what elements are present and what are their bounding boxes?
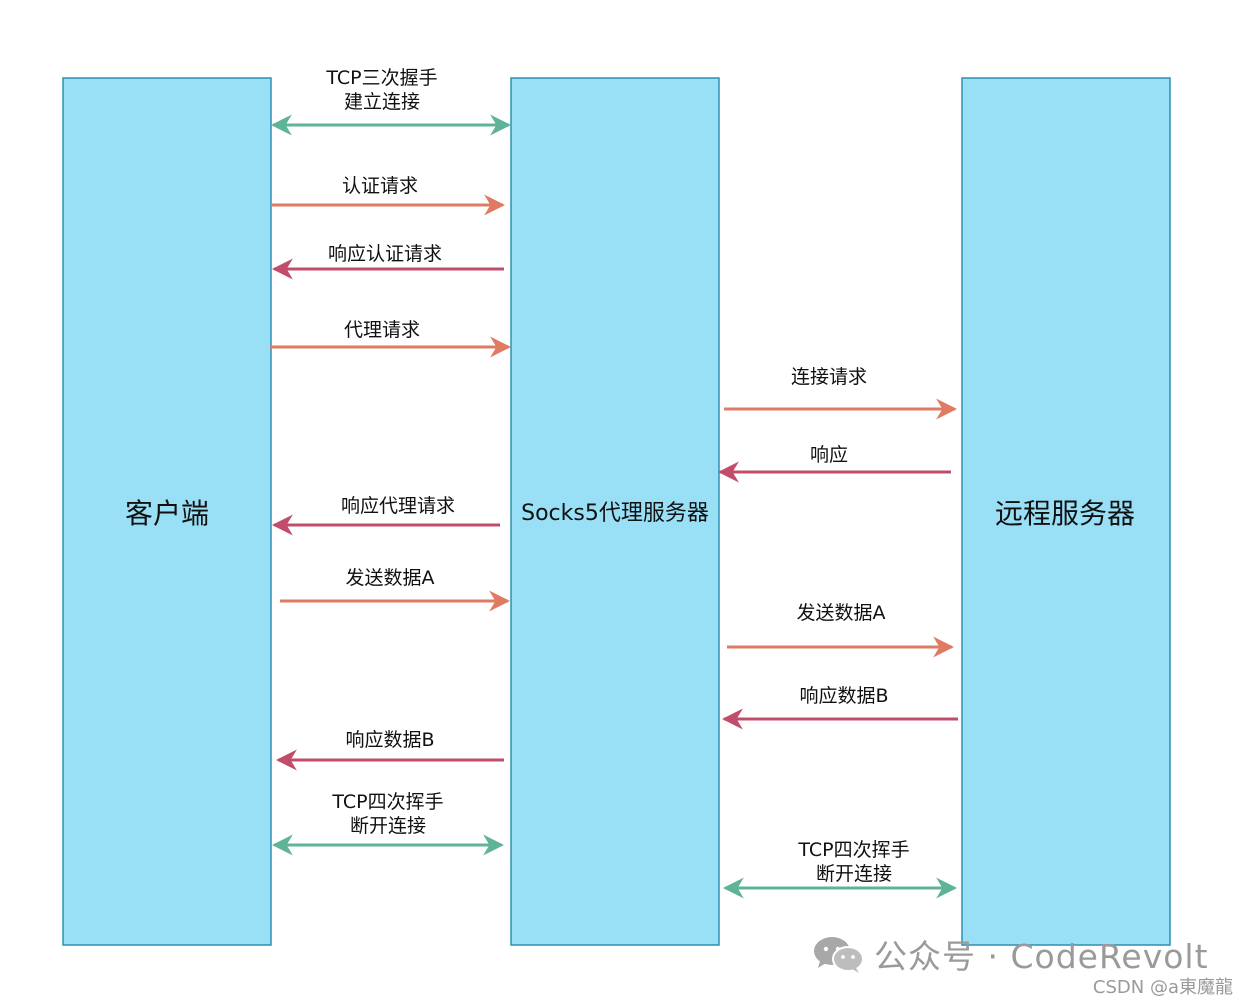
message-label-1-line-1: TCP三次握手 (325, 67, 437, 89)
message-label-2: 认证请求 (342, 175, 418, 197)
message-label-12-line-1: TCP四次挥手 (331, 791, 443, 813)
wechat-icon (814, 937, 864, 973)
message-label-11: 响应数据B (345, 729, 434, 751)
message-label-8: 发送数据A (346, 567, 435, 589)
client-label: 客户端 (125, 497, 209, 530)
watermark-text: 公众号 · CodeRevolt (874, 937, 1209, 976)
proxy-label: Socks5代理服务器 (521, 501, 709, 526)
client-box (62, 77, 272, 946)
csdn-credit: CSDN @a東魔龍 (1092, 977, 1233, 998)
message-label-13-line-2: 断开连接 (816, 863, 892, 885)
message-label-4: 代理请求 (344, 319, 420, 341)
remote-label: 远程服务器 (995, 497, 1135, 530)
remote-box (961, 77, 1171, 946)
message-label-5: 连接请求 (791, 366, 867, 388)
watermark: 公众号 · CodeRevolt (812, 930, 1209, 978)
message-label-3: 响应认证请求 (328, 243, 442, 265)
message-label-9: 发送数据A (797, 602, 886, 624)
message-label-12-line-2: 断开连接 (350, 815, 426, 837)
message-label-6: 响应 (810, 444, 848, 466)
message-label-1-line-2: 建立连接 (344, 91, 420, 113)
message-arrows: TCP三次握手建立连接认证请求响应认证请求代理请求连接请求响应响应代理请求发送数… (270, 67, 958, 899)
message-label-13-line-1: TCP四次挥手 (797, 839, 909, 861)
proxy-box (510, 77, 720, 946)
message-label-10: 响应数据B (799, 685, 888, 707)
message-label-7: 响应代理请求 (341, 495, 455, 517)
